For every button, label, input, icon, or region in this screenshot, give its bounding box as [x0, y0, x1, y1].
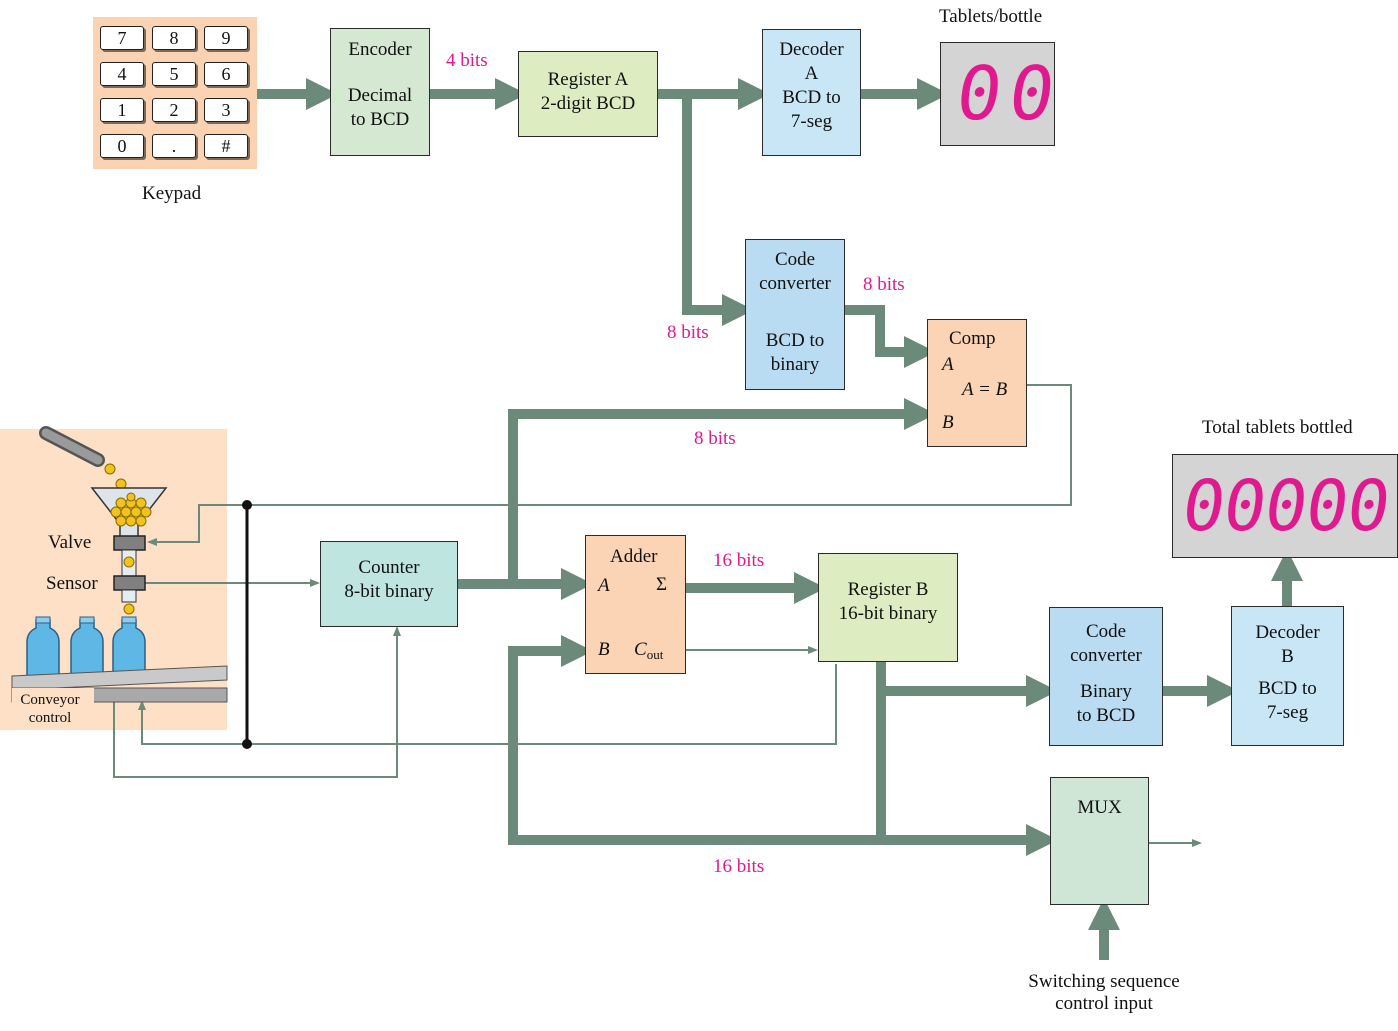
valve-label: Valve [48, 532, 92, 553]
keypad-key: 2 [152, 98, 196, 122]
decoder-a-line4: 7-seg [790, 111, 833, 132]
conveyor-line2: control [28, 710, 72, 726]
register-b-block: Register B 16-bit binary [818, 553, 958, 662]
conveyor-line1: Conveyor [20, 692, 80, 708]
conveyor-label: Conveyor control [16, 691, 84, 727]
code-converter-2-line3: Binary [1080, 681, 1132, 702]
code-converter-1-line2: converter [759, 273, 831, 294]
comparator-title: Comp [949, 328, 996, 349]
counter-line2: 8-bit binary [344, 581, 434, 602]
code-converter-1-block: Code converter BCD to binary [745, 239, 845, 390]
decoder-a-line3: BCD to [782, 87, 841, 108]
keypad-key: 1 [100, 98, 144, 122]
mux-control-line1: Switching sequence [1028, 971, 1180, 992]
decoder-b-line4: 7-seg [1266, 702, 1309, 723]
bits-label-feedback: 16 bits [713, 856, 765, 877]
tablet [104, 463, 116, 475]
keypad-key: 0 [100, 134, 144, 158]
decoder-a-block: Decoder A BCD to 7-seg [762, 29, 861, 156]
keypad-key: 3 [204, 98, 248, 122]
register-b-line2: 16-bit binary [838, 603, 938, 624]
mux-control-label: Switching sequence control input [1014, 971, 1194, 1015]
junction-dot-top [242, 500, 252, 510]
bottles [26, 616, 146, 677]
mux-block: MUX [1050, 777, 1149, 905]
decoder-b-line3: BCD to [1258, 678, 1317, 699]
mux-title: MUX [1077, 797, 1122, 818]
register-a-line1: Register A [547, 69, 629, 90]
keypad-key: 6 [204, 62, 248, 86]
conveyor-top [11, 665, 228, 691]
keypad-key: 5 [152, 62, 196, 86]
encoder-line2: to BCD [350, 109, 410, 130]
adder-sum-symbol: Σ [656, 574, 668, 595]
bus-converter-comparator [845, 305, 936, 368]
tablet [123, 603, 135, 615]
encoder-block: Encoder Decimal to BCD [330, 28, 430, 156]
comparator-input-b: B [942, 412, 954, 433]
bus-register-a-code-converter [682, 94, 754, 326]
code-converter-2-block: Code converter Binary to BCD [1049, 607, 1163, 746]
decoder-b-block: Decoder B BCD to 7-seg [1231, 606, 1344, 746]
bus-counter-comparator [508, 397, 936, 584]
keypad-key: 8 [152, 26, 196, 50]
decoder-a-line1: Decoder [779, 39, 844, 60]
display-b: 00000 [1172, 454, 1398, 558]
adder-title: Adder [610, 546, 658, 567]
tablet-machine [11, 426, 228, 728]
encoder-line1: Decimal [347, 85, 413, 106]
keypad-key: 4 [100, 62, 144, 86]
keypad-label: Keypad [142, 183, 202, 204]
keypad-key: # [204, 134, 248, 158]
code-converter-1-line4: binary [770, 354, 820, 375]
sensor-block [113, 575, 146, 591]
tablets-in-funnel [110, 492, 152, 527]
bits-label-counter-comparator: 8 bits [694, 428, 736, 449]
code-converter-2-line4: to BCD [1076, 705, 1136, 726]
register-b-line1: Register B [847, 579, 929, 600]
bits-label-encoder-register: 4 bits [446, 50, 488, 71]
wire-register-b-conveyor [138, 664, 837, 745]
comparator-equals: A = B [962, 379, 1008, 400]
decoder-b-line2: B [1281, 646, 1294, 667]
register-a-block: Register A 2-digit BCD [518, 51, 658, 137]
keypad-key: 9 [204, 26, 248, 50]
junction-dot-bottom [242, 739, 252, 749]
display-a: 00 [940, 42, 1068, 146]
bus-feedback-mux [508, 646, 1058, 856]
wire-conveyor-counter [113, 626, 401, 778]
adder-input-a: A [598, 575, 610, 596]
comparator-input-a: A [942, 354, 954, 375]
code-converter-1-line3: BCD to [765, 330, 825, 351]
wire-comparator-valve [147, 384, 1072, 546]
decoder-a-line2: A [804, 63, 819, 84]
display-b-digits: 00000 [1177, 465, 1395, 547]
keypad-key: 7 [100, 26, 144, 50]
comparator-block: Comp A A = B B [927, 319, 1027, 447]
counter-block: Counter 8-bit binary [320, 541, 458, 627]
valve-block [113, 535, 146, 551]
mux-control-line2: control input [1055, 993, 1153, 1014]
display-a-label: Tablets/bottle [939, 6, 1043, 27]
decoder-b-line1: Decoder [1255, 622, 1320, 643]
counter-line1: Counter [358, 557, 420, 578]
display-b-label: Total tablets bottled [1202, 417, 1353, 438]
bits-label-converter-comparator: 8 bits [863, 274, 905, 295]
bits-label-register-converter: 8 bits [667, 322, 709, 343]
register-a-line2: 2-digit BCD [540, 93, 636, 114]
display-a-digits: 00 [950, 51, 1069, 137]
bits-label-adder-register: 16 bits [713, 550, 765, 571]
adder-carry-out: Cout [634, 639, 664, 662]
sensor-label: Sensor [46, 573, 98, 594]
encoder-title: Encoder [348, 39, 412, 60]
code-converter-2-line2: converter [1070, 645, 1142, 666]
tablet [123, 556, 135, 568]
adder-input-b: B [598, 639, 610, 660]
adder-block: Adder A Σ B Cout [585, 535, 686, 674]
keypad-key: . [152, 134, 196, 158]
code-converter-1-line1: Code [774, 249, 816, 270]
code-converter-2-line1: Code [1085, 621, 1127, 642]
